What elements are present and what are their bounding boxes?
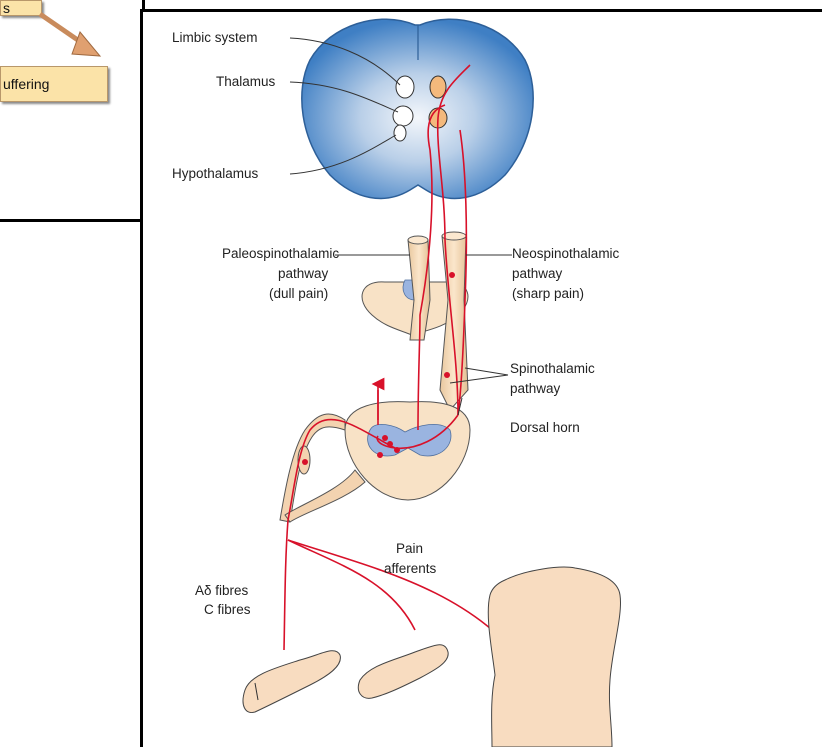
label-paleo-2: pathway: [278, 266, 329, 281]
label-fibres-1: Aδ fibres: [195, 583, 249, 598]
label-afferents: afferents: [384, 561, 437, 576]
finger-right: [358, 645, 448, 699]
limbic-nucleus-left: [396, 76, 414, 98]
label-paleo-1: Paleospinothalamic: [222, 246, 339, 261]
torso: [488, 567, 620, 747]
hypothalamus-nucleus-left: [394, 125, 406, 141]
label-hypothalamus: Hypothalamus: [172, 166, 259, 181]
label-pain: Pain: [396, 541, 423, 556]
label-limbic-system: Limbic system: [172, 30, 258, 45]
label-neo-3: (sharp pain): [512, 286, 584, 301]
label-fibres-2: C fibres: [204, 602, 251, 617]
thalamus-nucleus-left: [393, 106, 413, 126]
paleo-tract-top: [408, 236, 428, 244]
label-spino-1: Spinothalamic: [510, 361, 595, 376]
label-dorsal-horn: Dorsal horn: [510, 420, 580, 435]
label-neo-2: pathway: [512, 266, 563, 281]
inset-arrowhead: [72, 32, 100, 56]
label-spino-2: pathway: [510, 381, 561, 396]
finger-left: [243, 651, 340, 713]
label-paleo-3: (dull pain): [269, 286, 328, 301]
label-thalamus: Thalamus: [216, 74, 276, 89]
limbic-nucleus-right: [430, 76, 446, 98]
spinal-cord-section: [345, 402, 470, 500]
label-neo-1: Neospinothalamic: [512, 246, 620, 261]
